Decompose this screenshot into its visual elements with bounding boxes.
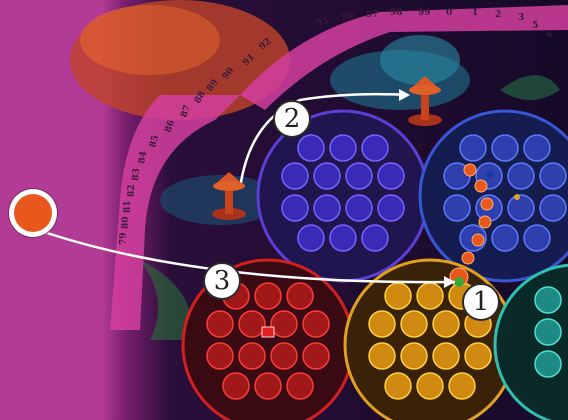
track-number-81: 81 [123,200,133,213]
track-number-83: 83 [131,168,142,181]
step-label-1: 1 [462,283,500,321]
garden-blue [420,111,568,281]
track-number-0: 0 [446,8,452,18]
step-label-2: 2 [273,100,311,138]
track-number-5: 5 [532,21,538,31]
track-number-2: 2 [495,10,501,20]
track-number-95: 95 [315,16,330,29]
track-number-80: 80 [121,216,131,229]
track-number-99: 99 [418,8,431,18]
garden-teal [495,265,568,420]
garden-purple [258,111,428,281]
garden-orange [345,260,515,420]
track-number-98: 98 [390,8,403,18]
track-number-1: 1 [472,8,478,18]
track-number-3: 3 [518,13,524,23]
track-number-82: 82 [127,184,137,197]
step-label-3: 3 [203,262,241,300]
track-number-97: 97 [366,10,379,20]
track-number-6: 6 [546,30,552,40]
player-token [9,189,57,237]
track-number-79: 79 [119,232,129,245]
player-token-face [14,194,52,232]
